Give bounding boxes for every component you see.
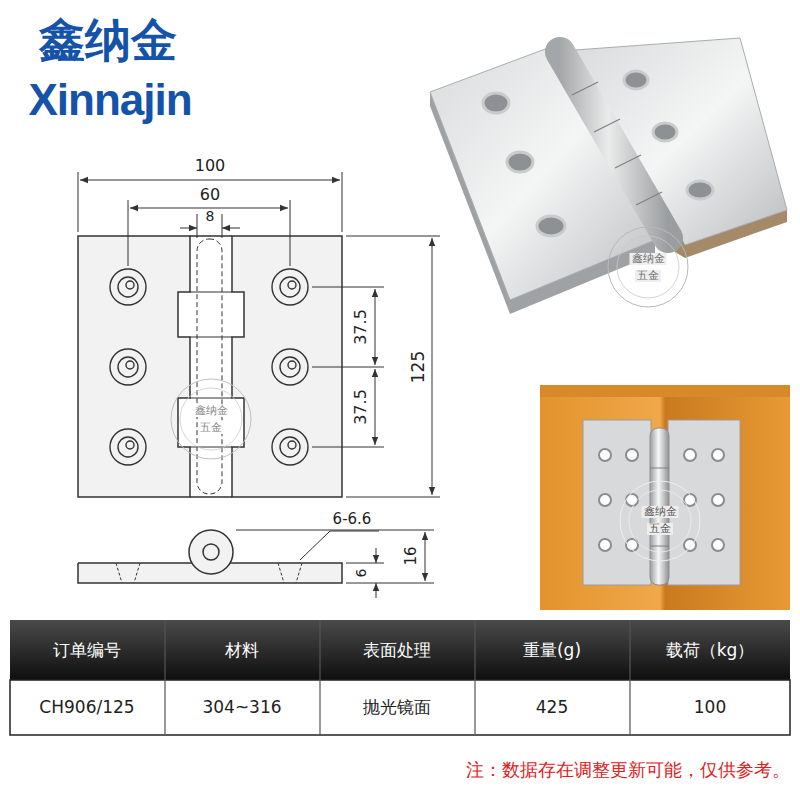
table-header: 载荷（kg）	[666, 641, 755, 660]
dimension-label: 125	[409, 349, 428, 385]
watermark: 鑫纳金	[193, 405, 230, 417]
table-header: 重量(g)	[523, 641, 581, 660]
table-cell: 100	[694, 698, 726, 717]
watermark: 五金	[198, 422, 224, 434]
table-cell: 425	[536, 698, 568, 717]
table-cell: CH906/125	[39, 698, 134, 717]
watermark: 五金	[635, 270, 661, 282]
watermark: 五金	[647, 523, 673, 535]
door-hinge-photo	[540, 385, 790, 610]
brand-name-latin: Xinnajin	[28, 76, 191, 124]
table-cell: 抛光镜面	[363, 698, 431, 717]
table-header: 订单编号	[53, 641, 121, 660]
watermark: 鑫纳金	[630, 253, 667, 265]
note: 注：数据存在调整更新可能，仅供参考。	[466, 760, 790, 780]
dimension-label: 6	[354, 567, 369, 580]
table-cell: 304~316	[202, 698, 281, 717]
dimension-label: 16	[403, 544, 420, 567]
dimension-label: 6-6.6	[331, 511, 374, 528]
dimension-label: 37.5	[352, 307, 370, 347]
watermark: 鑫纳金	[642, 506, 679, 518]
brand-name: 鑫纳金	[39, 15, 177, 66]
dimension-label: 37.5	[352, 387, 370, 427]
dimension-lines	[78, 172, 440, 497]
hinge-front-view	[78, 236, 342, 497]
dimension-label: 60	[198, 186, 222, 204]
hinge-photo	[430, 38, 787, 314]
dimension-label: 100	[193, 157, 228, 175]
spec-table	[10, 620, 790, 735]
table-header: 材料	[225, 641, 259, 660]
dimension-lines	[236, 530, 434, 598]
watermark-stamp	[171, 379, 251, 459]
table-header: 表面处理	[363, 641, 431, 660]
hinge-side-view	[78, 530, 342, 583]
dimension-label: 8	[204, 209, 217, 224]
